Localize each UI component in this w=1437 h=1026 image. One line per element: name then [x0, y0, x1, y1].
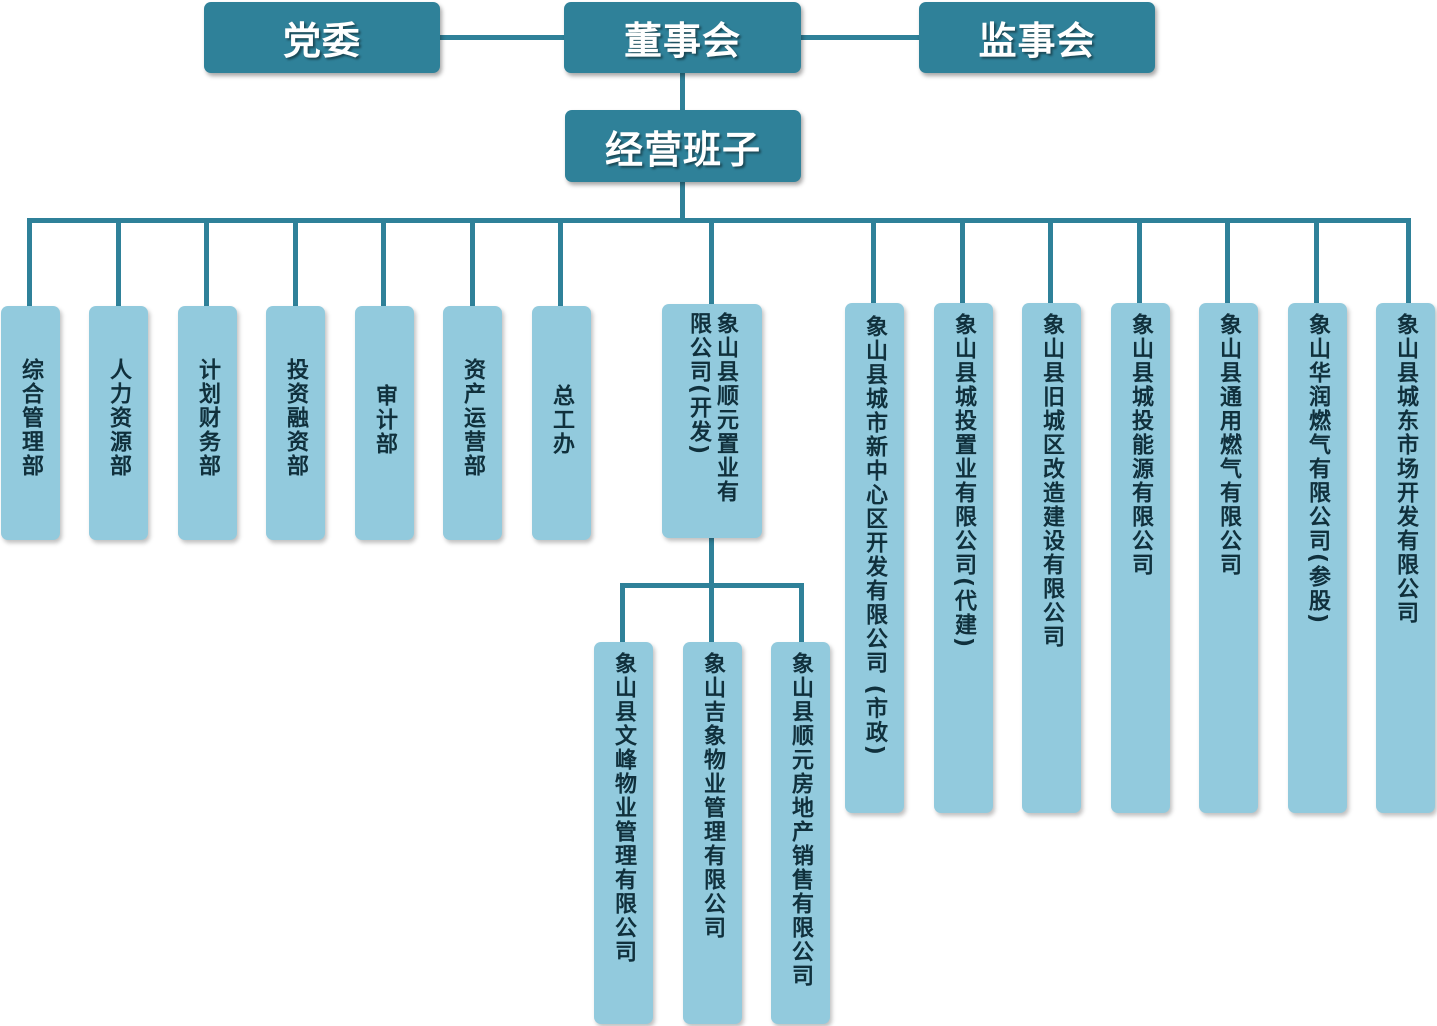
company-label: 象山县城市新中心区开发有限公司 (市政)	[862, 315, 887, 757]
drop-line-company-7	[1406, 218, 1411, 305]
drop-line-sub-1	[620, 583, 625, 643]
connector-board-supervisors	[799, 35, 921, 40]
connector-shunyuan-down	[709, 537, 714, 585]
company-label: 象山县通用燃气有限公司	[1216, 313, 1241, 577]
subsidiary-box: 象山县文峰物业管理有限公司	[594, 642, 653, 1024]
drop-line-dept-1	[27, 218, 32, 308]
drop-line-company-4	[1137, 218, 1142, 305]
department-box: 资产运营部	[443, 306, 502, 540]
connector-board-management	[680, 72, 685, 112]
department-box: 总工办	[532, 306, 591, 540]
department-label: 计划财务部	[195, 358, 220, 478]
subsidiary-box: 象山县顺元房地产销售有限公司	[771, 642, 830, 1024]
department-box: 审计部	[355, 306, 414, 540]
company-box: 象山县城东市场开发有限公司	[1376, 303, 1435, 813]
drop-line-dept-3	[204, 218, 209, 308]
shunyuan-company-label: 象山县顺元置业有限公司(开发)	[686, 312, 738, 504]
connector-management-bus	[680, 180, 685, 220]
company-label: 象山县城投能源有限公司	[1128, 313, 1153, 577]
board-of-directors-box: 董事会	[564, 2, 801, 73]
department-box: 综合管理部	[1, 306, 60, 540]
department-label: 人力资源部	[106, 358, 131, 478]
department-label: 投资融资部	[283, 358, 308, 478]
drop-line-company-5	[1225, 218, 1230, 305]
company-box: 象山县旧城区改造建设有限公司	[1022, 303, 1081, 813]
company-box: 象山华润燃气有限公司(参股)	[1288, 303, 1347, 813]
management-team-box: 经营班子	[565, 110, 801, 182]
party-committee-box: 党委	[204, 2, 440, 73]
company-box: 象山县城投能源有限公司	[1111, 303, 1170, 813]
company-label: 象山县城投置业有限公司(代建)	[951, 313, 976, 650]
drop-line-company-1	[871, 218, 876, 305]
department-label: 总工办	[549, 384, 574, 456]
department-label: 综合管理部	[18, 358, 43, 478]
company-box: 象山县通用燃气有限公司	[1199, 303, 1258, 813]
department-box: 投资融资部	[266, 306, 325, 540]
drop-line-sub-2	[709, 583, 714, 643]
company-label: 象山县旧城区改造建设有限公司	[1039, 313, 1064, 649]
drop-line-dept-7	[558, 218, 563, 308]
company-box: 象山县城市新中心区开发有限公司 (市政)	[845, 303, 904, 813]
department-box: 人力资源部	[89, 306, 148, 540]
subsidiary-label: 象山吉象物业管理有限公司	[700, 652, 725, 940]
department-label: 资产运营部	[460, 358, 485, 478]
board-of-supervisors-box: 监事会	[919, 2, 1155, 73]
connector-party-board	[438, 35, 566, 40]
drop-line-company-3	[1048, 218, 1053, 305]
drop-line-company-2	[960, 218, 965, 305]
subsidiary-label: 象山县顺元房地产销售有限公司	[788, 652, 813, 988]
department-label: 审计部	[372, 384, 397, 456]
drop-line-dept-6	[470, 218, 475, 308]
drop-line-sub-3	[799, 583, 804, 643]
drop-line-company-6	[1314, 218, 1319, 305]
company-label: 象山华润燃气有限公司(参股)	[1305, 313, 1330, 626]
company-label: 象山县城东市场开发有限公司	[1393, 313, 1418, 625]
subsidiary-label: 象山县文峰物业管理有限公司	[611, 652, 636, 964]
shunyuan-company-box: 象山县顺元置业有限公司(开发)	[662, 304, 762, 538]
connector-main-bus	[27, 218, 1411, 223]
drop-line-dept-4	[293, 218, 298, 308]
drop-line-dept-5	[381, 218, 386, 308]
company-box: 象山县城投置业有限公司(代建)	[934, 303, 993, 813]
drop-line-shunyuan	[709, 218, 714, 306]
department-box: 计划财务部	[178, 306, 237, 540]
drop-line-dept-2	[116, 218, 121, 308]
subsidiary-box: 象山吉象物业管理有限公司	[683, 642, 742, 1024]
